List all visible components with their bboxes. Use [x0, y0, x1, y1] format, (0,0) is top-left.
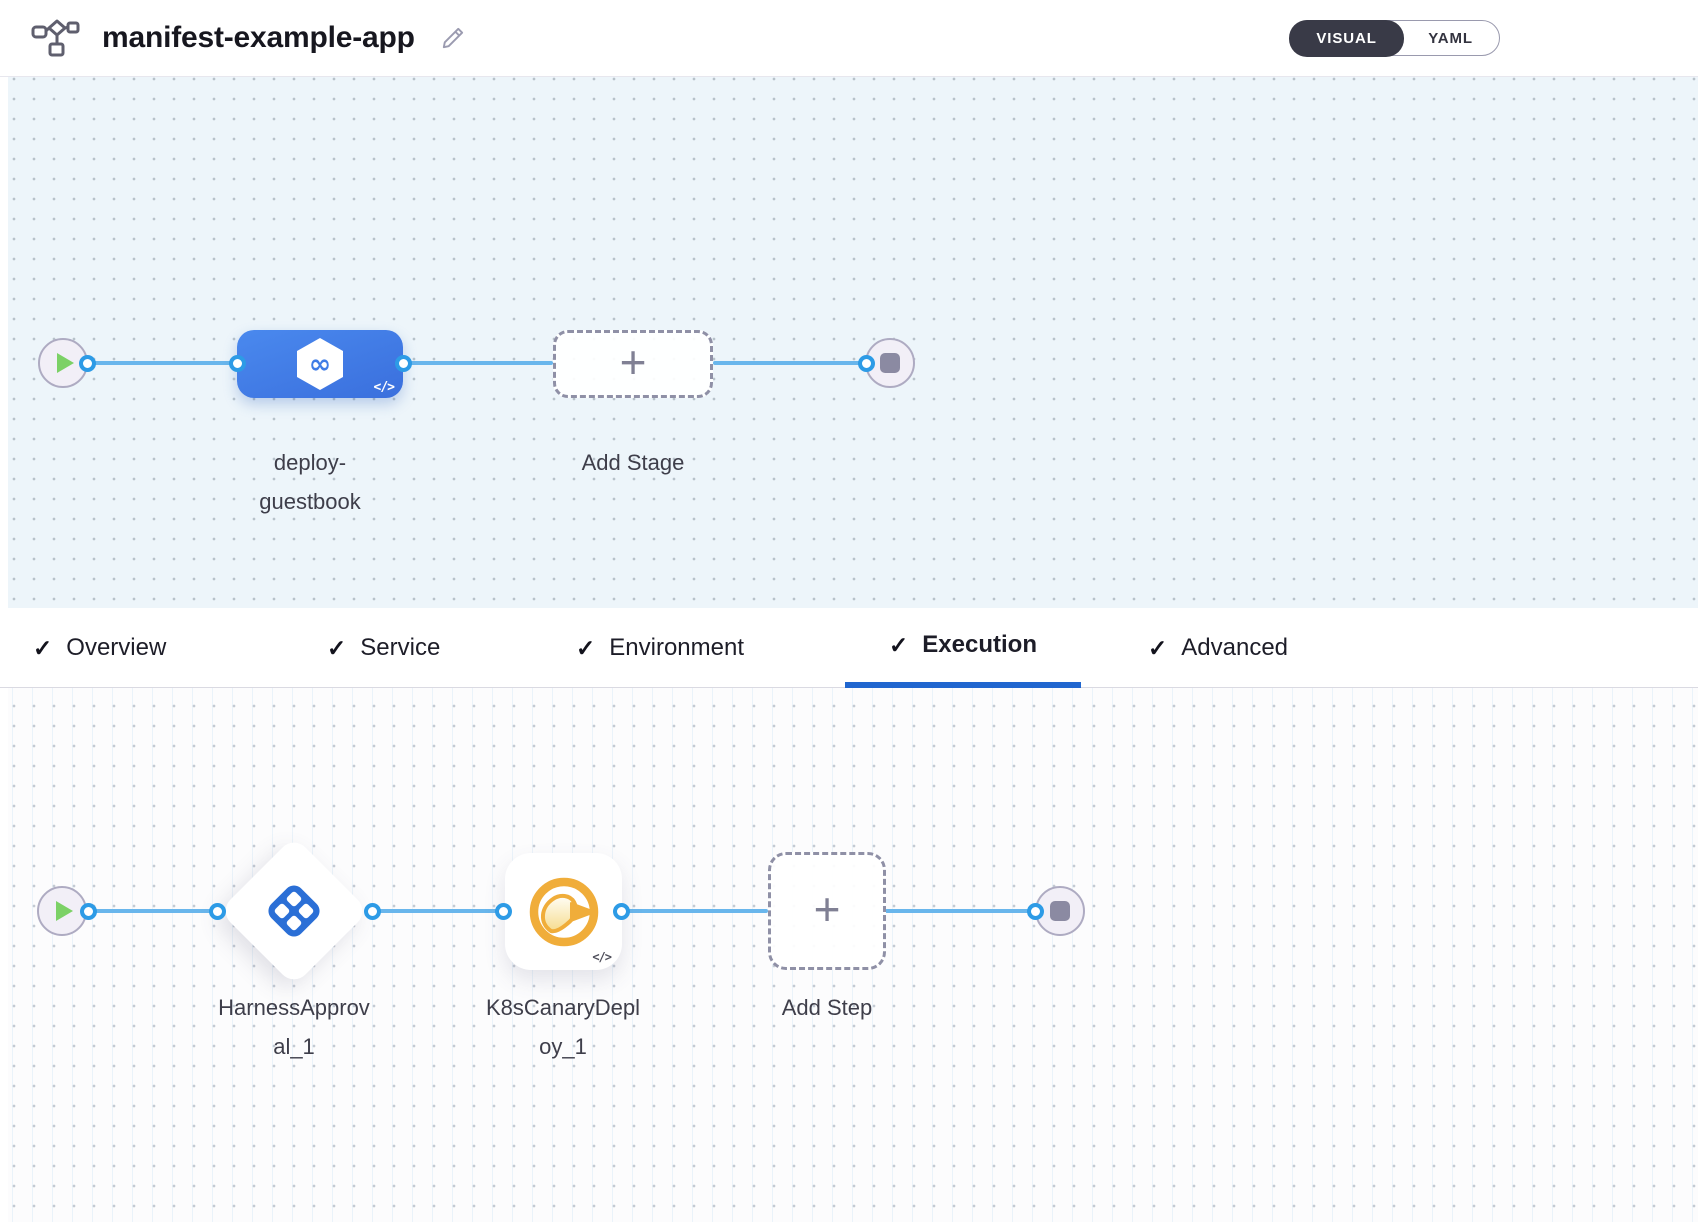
edge-addstage-to-end [713, 361, 866, 365]
stage-canvas[interactable]: ∞ </> + deploy- guestbook Add Stage [0, 77, 1698, 608]
check-icon: ✓ [576, 634, 596, 661]
connection-port[interactable] [495, 903, 512, 920]
stage-node-deploy-guestbook[interactable]: ∞ </> [237, 330, 403, 398]
tab-environment[interactable]: ✓ Environment [576, 634, 745, 661]
stage-config-tabbar: ✓ Overview ✓ Service ✓ Environment ✓ Exe… [0, 608, 1698, 688]
stop-icon [1050, 901, 1070, 921]
connection-port[interactable] [79, 355, 96, 372]
connection-port[interactable] [229, 355, 246, 372]
tab-advanced[interactable]: ✓ Advanced [1148, 634, 1289, 661]
step-node-k8s-canary[interactable]: </> [505, 853, 622, 970]
connection-port[interactable] [613, 903, 630, 920]
connection-port[interactable] [858, 355, 875, 372]
connection-port[interactable] [395, 355, 412, 372]
check-icon: ✓ [889, 631, 909, 658]
connection-port[interactable] [364, 903, 381, 920]
canary-bird-icon [523, 871, 605, 953]
add-stage-button[interactable]: + [553, 330, 713, 398]
edge-k8s-to-addstep [621, 909, 768, 913]
tab-service[interactable]: ✓ Service [327, 634, 441, 661]
add-step-button[interactable]: + [768, 852, 886, 970]
code-badge: </> [592, 950, 612, 964]
cd-hexagon-infinity-icon: ∞ [292, 336, 348, 392]
approval-diamond-icon [268, 885, 320, 937]
edge-start-to-approval [88, 909, 217, 913]
visual-toggle-button[interactable]: VISUAL [1289, 19, 1404, 57]
add-stage-label: Add Stage [581, 450, 685, 475]
connection-port[interactable] [209, 903, 226, 920]
plus-icon: + [813, 882, 841, 935]
pipeline-graph-icon [30, 18, 80, 58]
header: manifest-example-app VISUAL YAML [0, 0, 1698, 77]
tab-overview[interactable]: ✓ Overview [33, 634, 167, 661]
visual-yaml-toggle: VISUAL YAML [1289, 19, 1500, 57]
check-icon: ✓ [33, 634, 53, 661]
play-icon [57, 353, 74, 373]
code-badge: </> [373, 380, 396, 395]
k8s-step-label: K8sCanaryDepl oy_1 [485, 995, 641, 1059]
execution-canvas[interactable]: </> + HarnessApprov al_1 K8sCanaryDepl o… [0, 688, 1698, 1222]
plus-icon: + [619, 335, 647, 388]
connection-port[interactable] [80, 903, 97, 920]
edge-start-to-stage [87, 361, 237, 365]
svg-text:∞: ∞ [309, 349, 332, 380]
add-step-label: Add Step [781, 995, 873, 1020]
start-node [37, 886, 87, 936]
play-icon [56, 901, 73, 921]
edge-approval-to-k8s [372, 909, 503, 913]
page-title: manifest-example-app [102, 21, 415, 54]
edge-addstep-to-end [885, 909, 1035, 913]
canvas-left-gutter [0, 688, 8, 1222]
connection-port[interactable] [1027, 903, 1044, 920]
approval-step-label: HarnessApprov al_1 [218, 995, 370, 1059]
edit-pencil-icon[interactable] [435, 21, 470, 56]
canvas-left-gutter [0, 77, 8, 608]
edge-stage-to-addstage [403, 361, 553, 365]
yaml-toggle-button[interactable]: YAML [1402, 21, 1499, 55]
check-icon: ✓ [327, 634, 347, 661]
stop-icon [880, 353, 900, 373]
end-node [865, 338, 915, 388]
stage-label: deploy- guestbook [259, 450, 361, 514]
tab-execution[interactable]: ✓ Execution [845, 608, 1081, 688]
check-icon: ✓ [1148, 634, 1168, 661]
step-node-harness-approval[interactable] [219, 836, 369, 986]
